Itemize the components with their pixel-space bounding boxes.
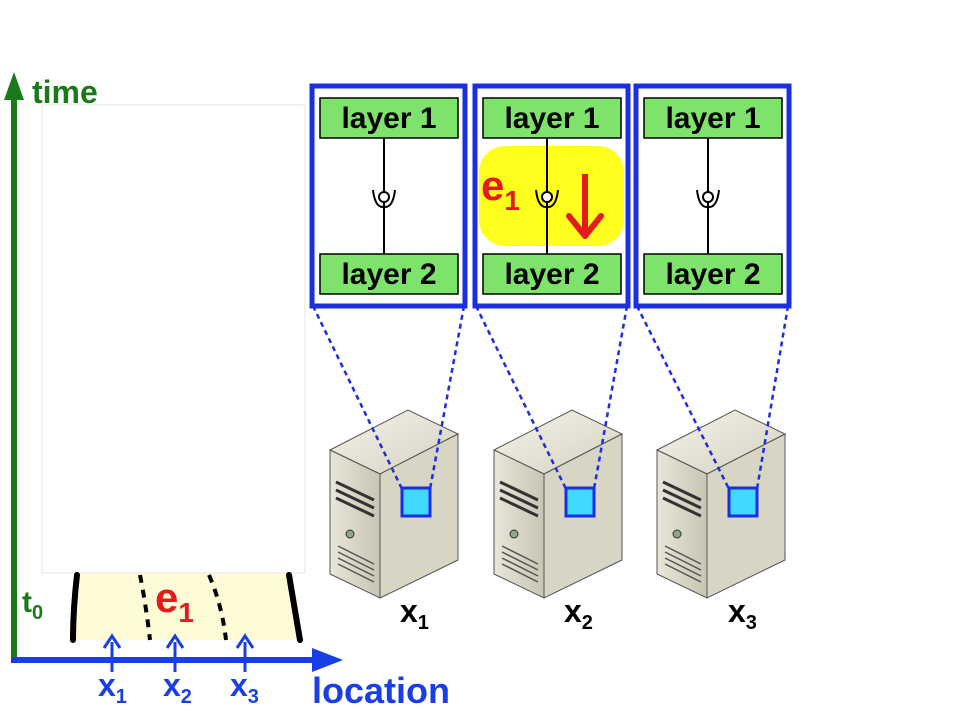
layer-1-box: [482, 97, 622, 139]
spacetime-plot: time location t0 e1 x1 x2 x3: [4, 72, 450, 711]
layer-2-box: [643, 253, 783, 295]
layer-1-box: [643, 97, 783, 139]
band-right-boundary: [286, 572, 303, 643]
x-tick-label-1: x1: [98, 667, 127, 708]
zoom-line-2-right: [592, 305, 629, 490]
zoom-line-1-right: [428, 305, 466, 490]
location-axis-arrowhead: [312, 648, 343, 672]
zoom-lines: [311, 305, 790, 490]
layer-2-label: layer 2: [665, 258, 760, 291]
panel-3: layer 1 layer 2: [633, 83, 792, 309]
power-led: [672, 529, 682, 539]
event-label-panel: e1: [481, 162, 520, 216]
location-axis-label: location: [312, 670, 450, 711]
layer-1-label: layer 1: [504, 102, 599, 135]
time-axis-arrowhead: [4, 72, 24, 100]
server-label-2: x2: [564, 593, 593, 634]
blank-overlay: [41, 104, 306, 574]
server-label-3: x3: [728, 593, 757, 634]
server-port: [400, 486, 432, 518]
server-1: [328, 409, 460, 599]
server-3: [655, 409, 787, 599]
connector-cup: [372, 189, 396, 209]
x-tick-label-2: x2: [163, 667, 192, 708]
zoom-line-3-left: [635, 305, 731, 490]
x-tick-3: x3: [230, 633, 259, 708]
layer-1-box: [319, 97, 459, 139]
worldline-1: [138, 574, 152, 641]
layer-2-label: layer 2: [504, 258, 599, 291]
zoom-line-3-right: [755, 305, 790, 490]
event-band: [72, 560, 300, 640]
connector-icon: [378, 191, 390, 203]
layer-2-box: [319, 253, 459, 295]
connector-cup: [535, 189, 559, 209]
power-led: [345, 529, 355, 539]
time-axis-label: time: [32, 74, 98, 110]
connector-cup: [696, 189, 720, 209]
server-port: [564, 486, 596, 518]
server-label-1: x1: [400, 593, 429, 634]
server-2: [492, 409, 624, 599]
event-arrow-head: [566, 213, 604, 239]
panel-2: layer 1 layer 2 e1: [472, 83, 631, 309]
t0-label: t0: [22, 586, 43, 624]
layer-1-label: layer 1: [341, 102, 436, 135]
panel-1: layer 1 layer 2: [309, 83, 468, 309]
x-tick-1: x1: [98, 633, 127, 708]
band-left-boundary: [70, 572, 80, 643]
layer-1-label: layer 1: [665, 102, 760, 135]
connector-icon: [541, 191, 553, 203]
layer-2-box: [482, 253, 622, 295]
worldline-2: [207, 574, 228, 641]
connector-icon: [702, 191, 714, 203]
zoom-line-1-left: [311, 305, 404, 490]
server-port: [727, 486, 759, 518]
power-led: [509, 529, 519, 539]
layer-2-label: layer 2: [341, 258, 436, 291]
x-tick-label-3: x3: [230, 667, 259, 708]
event-label: e1: [155, 574, 194, 628]
x-tick-2: x2: [163, 633, 192, 708]
zoom-line-2-left: [474, 305, 568, 490]
